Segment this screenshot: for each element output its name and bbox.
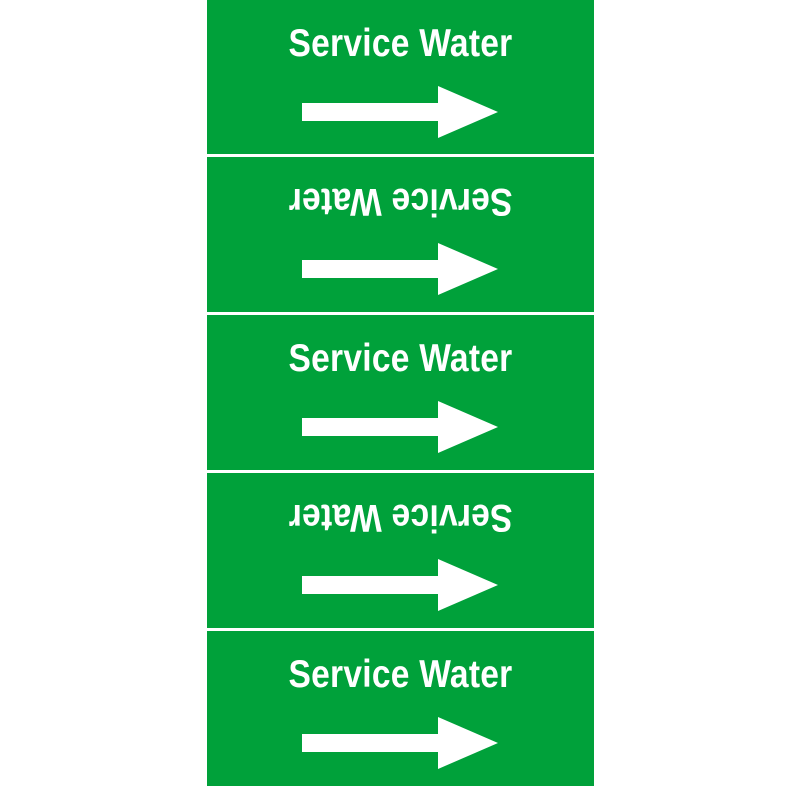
arrow-right-icon: [302, 243, 498, 295]
label-text: Service Water: [288, 496, 513, 539]
label-text: Service Water: [288, 337, 513, 380]
pipe-marker-label: Service Water: [207, 0, 594, 154]
pipe-marker-label-flipped: Service Water: [207, 470, 594, 628]
pipe-marker-label-flipped: Service Water: [207, 154, 594, 312]
label-text: Service Water: [288, 653, 513, 696]
arrow-right-icon: [302, 559, 498, 611]
arrow-right-icon: [302, 717, 498, 769]
pipe-marker-label: Service Water: [207, 312, 594, 470]
arrow-right-icon: [302, 401, 498, 453]
label-text: Service Water: [288, 22, 513, 65]
pipe-marker-sheet: Service Water Service Water Service Wate…: [207, 0, 594, 800]
label-text: Service Water: [288, 180, 513, 223]
arrow-right-icon: [302, 86, 498, 138]
pipe-marker-label: Service Water: [207, 628, 594, 786]
